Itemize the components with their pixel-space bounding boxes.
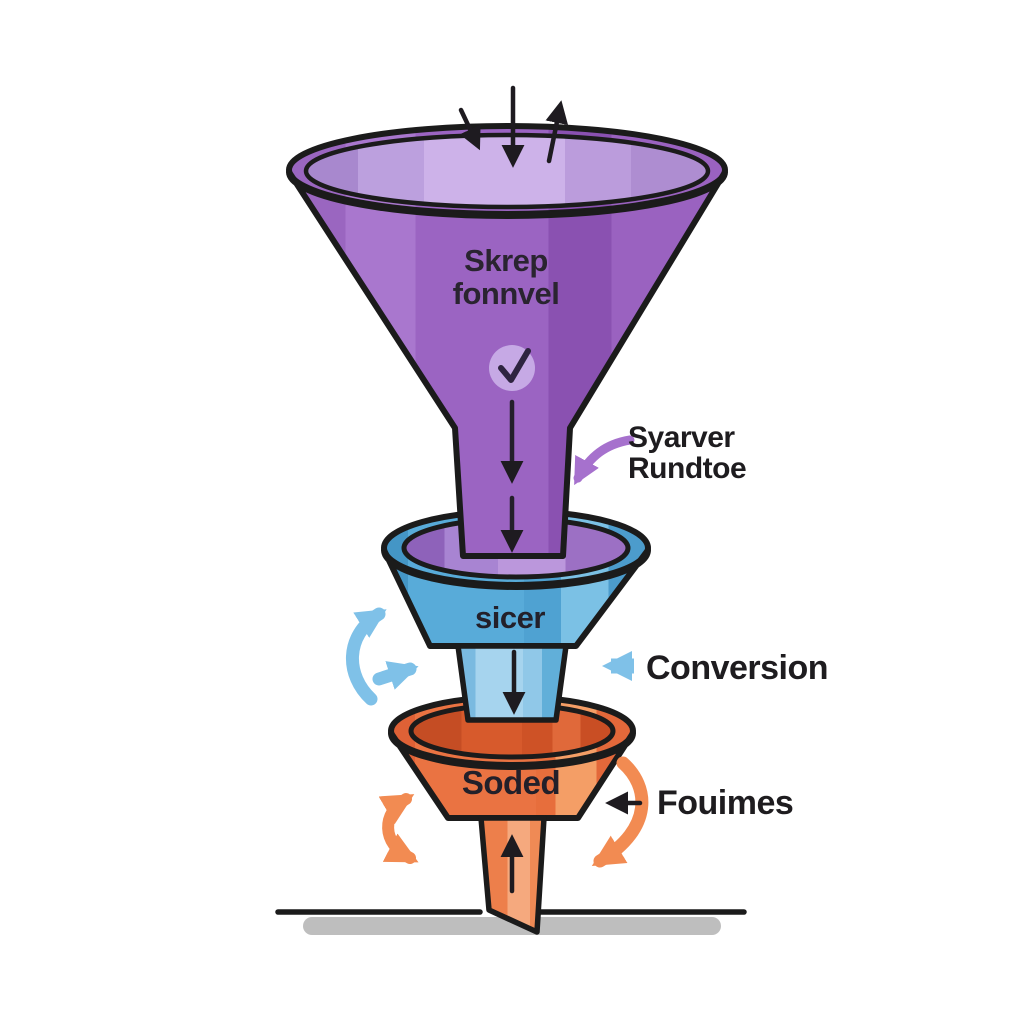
ground-shadow: [303, 917, 721, 935]
stage-mid-label: sicer: [475, 600, 545, 635]
curved-arrow-icon: [573, 435, 635, 486]
stage-bottom-body: [388, 730, 636, 821]
stage-top-funnel: Skrep fonnvel: [286, 123, 728, 559]
down-right-arrow-icon: [458, 107, 481, 151]
curved-arrow-icon: [591, 756, 649, 868]
stage-mid-front: sicer: [381, 547, 651, 723]
annotation-right-bottom: Fouimes: [605, 784, 794, 822]
recycle-arrows-bottom: [378, 756, 649, 868]
inflow-arrows: [458, 85, 569, 168]
annotation-right-mid-label: Conversion: [646, 649, 828, 687]
recycle-arrows-mid: [345, 607, 419, 706]
up-arrow-icon: [545, 100, 569, 164]
check-icon: [498, 348, 531, 383]
right-arrow-icon: [372, 661, 419, 690]
curved-arrow-icon: [345, 607, 387, 706]
stage-top-rim-inner: [303, 132, 711, 210]
stage-bottom-label: Soded: [462, 764, 560, 801]
annotation-right-top-line2: Rundtoe: [628, 452, 746, 485]
annotation-right-top: Syarver Rundtoe: [573, 421, 747, 486]
stage-mid-body: [381, 547, 651, 649]
curved-double-arrow-icon: [378, 793, 419, 864]
stage-top-label-line2: fonnvel: [453, 276, 560, 311]
annotation-right-top-line1: Syarver: [628, 421, 735, 454]
stage-top-label-line1: Skrep: [464, 243, 548, 278]
stage-bottom-front: Soded: [388, 730, 636, 935]
annotation-right-mid: Conversion: [602, 649, 829, 687]
annotation-right-bottom-label: Fouimes: [657, 784, 793, 822]
ground: [275, 909, 747, 935]
